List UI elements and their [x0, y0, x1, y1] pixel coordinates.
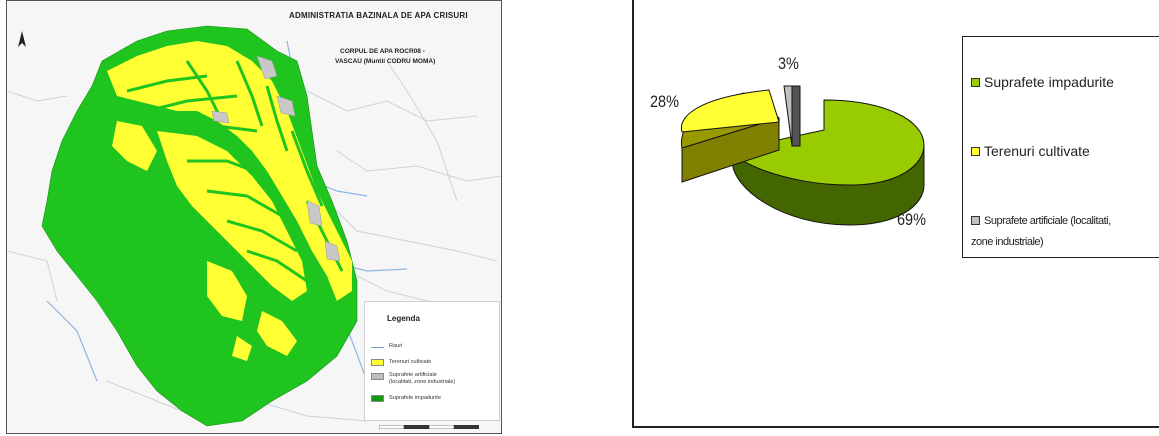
land-use-map: ADMINISTRATIA BAZINALA DE APA CRISURI CO…: [6, 0, 502, 434]
background-roads: [7, 60, 501, 422]
map-legend-item-cultivated: Terenuri cultivate: [389, 359, 432, 365]
pie-chart-legend: Suprafete impadurite Terenuri cultivate …: [962, 36, 1159, 258]
pie-label-artificial: 3%: [778, 54, 799, 73]
forest-fingers: [126, 60, 344, 283]
legend-label-forest: Suprafete impadurite: [984, 74, 1114, 90]
map-legend: Legenda Rauri Terenuri cultivate Suprafe…: [364, 301, 500, 421]
legend-label-artificial: Suprafete artificiale (localitati,: [984, 215, 1111, 227]
legend-entry-artificial: Suprafete artificiale (localitati,: [971, 215, 1111, 227]
map-legend-title: Legenda: [387, 314, 420, 323]
scale-bar: [379, 425, 479, 429]
legend-entry-artificial-line2: zone industriale): [971, 236, 1044, 248]
pie-label-forest: 69%: [897, 210, 926, 229]
legend-label-cultivated: Terenuri cultivate: [984, 143, 1090, 159]
legend-entry-cultivated: Terenuri cultivate: [971, 143, 1090, 159]
cultivated-swatch: [371, 359, 384, 366]
pie-label-cultivated: 28%: [650, 92, 679, 111]
pie-slice-cultivated: [680, 89, 780, 133]
north-arrow-icon: [18, 31, 26, 47]
legend-swatch-forest: [971, 77, 980, 87]
map-legend-item-rivers: Rauri: [389, 343, 403, 349]
map-admin-title: ADMINISTRATIA BAZINALA DE APA CRISURI: [289, 11, 468, 20]
map-legend-item-artificial-line2: (localitati, zone industriale): [389, 379, 456, 385]
land-use-pie-chart: 69% 28% 3% Suprafete impadurite Terenuri…: [632, 0, 1159, 428]
map-body-title-line1: CORPUL DE APA ROCR08 -: [340, 48, 425, 55]
map-canvas: [7, 25, 501, 427]
pie-slice-artificial-side: [791, 85, 801, 147]
map-legend-item-artificial: Suprafete artificiale: [389, 372, 437, 378]
artificial-surfaces: [211, 55, 341, 262]
legend-entry-forest: Suprafete impadurite: [971, 74, 1114, 90]
legend-swatch-artificial: [971, 215, 980, 225]
river-line-swatch: [371, 347, 384, 348]
forest-swatch: [371, 395, 384, 402]
map-legend-item-forest: Suprafete impadurite: [389, 395, 441, 401]
pie-slice-forest: [731, 99, 925, 186]
legend-swatch-cultivated: [971, 146, 980, 156]
pie-chart-canvas: [680, 85, 925, 226]
map-body-title-line2: VASCAU (Muntii CODRU MOMA): [335, 58, 436, 65]
artificial-swatch: [371, 373, 384, 380]
